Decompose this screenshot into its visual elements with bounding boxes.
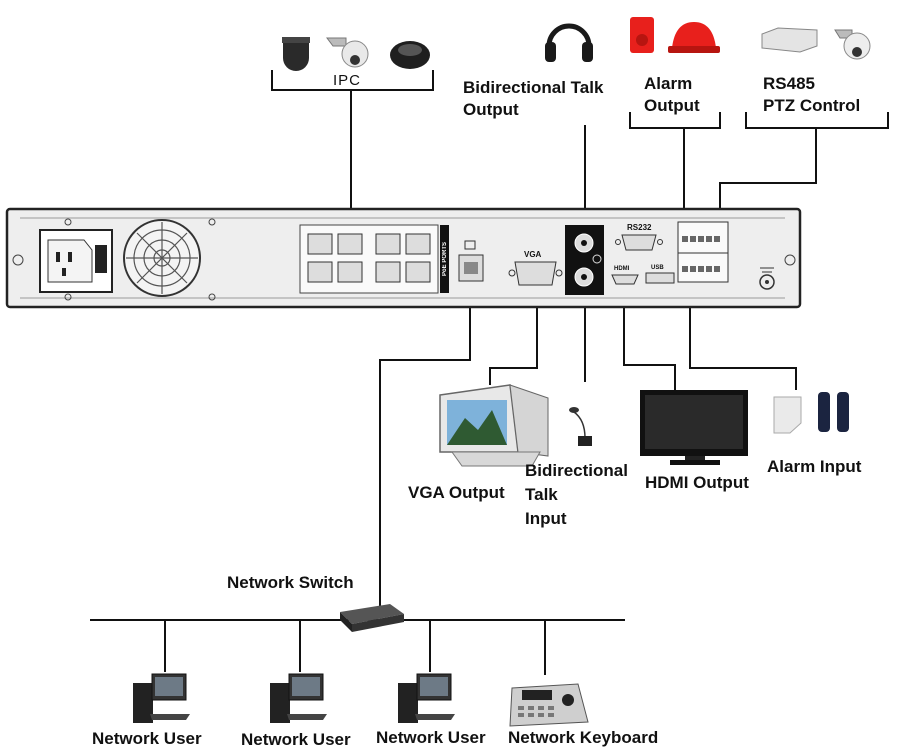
rs485-label-line-2: PTZ Control: [763, 96, 861, 115]
talk-input-label-line-3: Input: [525, 509, 567, 528]
rs485-devices: [761, 27, 871, 60]
lan-port-icon: [458, 240, 484, 282]
talk-input-label-line-2: Talk: [525, 485, 558, 504]
power-socket-icon: [39, 229, 113, 293]
speed-dome-camera-icon: [282, 37, 310, 71]
hdmi-line: [623, 290, 676, 392]
hdmi-output-label: HDMI Output: [645, 473, 749, 492]
ptz-camera-icon: [326, 37, 369, 68]
network-user-pc-3: [398, 673, 455, 723]
usb-port-label: USB: [651, 265, 664, 271]
network-keyboard-icon: [509, 683, 589, 727]
rs232-port-label: RS232: [627, 223, 652, 232]
talk-output-label-line-2: Output: [463, 100, 519, 119]
poe-ports-label: PoE PORTS: [442, 242, 448, 277]
network-keyboard-label: Network Keyboard: [508, 728, 659, 747]
alarm-output-bracket: [629, 112, 721, 129]
rs485-label-line-1: RS485: [763, 74, 815, 93]
alarm-output-label-line-2: Output: [644, 96, 700, 115]
poe-ports: [299, 224, 449, 294]
rs485-line: [719, 128, 817, 228]
network-user-label-3: Network User: [376, 728, 486, 747]
ipc-bracket: [271, 70, 434, 91]
alarm-output-devices: [630, 17, 720, 53]
usb-port-icon: [645, 272, 675, 284]
talk-input-label-line-1: Bidirectional: [525, 461, 628, 480]
hdmi-port-icon: [611, 274, 639, 285]
vga-monitor-icon: [439, 384, 549, 467]
speed-dome-ptz-icon: [834, 29, 871, 60]
ipc-label: IPC: [333, 72, 362, 89]
network-user-label-2: Network User: [241, 730, 351, 749]
strobe-siren-icon: [630, 17, 654, 53]
network-line: [379, 300, 471, 610]
hdmi-port-label: HDMI: [614, 266, 630, 272]
vga-port-icon: [508, 261, 563, 286]
ipc-cameras: [282, 37, 430, 71]
network-switch-icon: [340, 604, 404, 632]
vga-port-label: VGA: [524, 250, 542, 259]
network-user-pc-2: [270, 673, 327, 723]
talk-output-label-line-1: Bidirectional Talk: [463, 78, 604, 97]
network-switch-label: Network Switch: [227, 573, 354, 592]
network-user-label-1: Network User: [92, 729, 202, 748]
vga-line: [489, 296, 538, 385]
dome-camera-icon: [390, 41, 430, 69]
vga-output-label: VGA Output: [408, 483, 505, 502]
beam-sensor-icon: [818, 392, 849, 432]
network-user-pc-1: [133, 673, 190, 723]
fan-icon: [123, 219, 201, 297]
ground-terminal-icon: [759, 267, 775, 290]
screw-icon: [12, 254, 24, 266]
headphones-icon: [545, 23, 593, 62]
alarm-terminal-block: [677, 221, 729, 283]
alarm-input-label: Alarm Input: [767, 457, 862, 476]
alarm-light-icon: [668, 22, 720, 53]
nvr-rear-panel: [5, 207, 802, 309]
alarm-input-devices: [773, 392, 849, 434]
ptz-decoder-icon: [761, 27, 818, 53]
alarm-output-label-line-1: Alarm: [644, 74, 693, 93]
hdmi-tv-icon: [640, 390, 748, 465]
screw-icon: [784, 254, 796, 266]
audio-ports: [565, 225, 604, 295]
alarm-input-line: [689, 282, 797, 390]
microphone-icon: [569, 407, 592, 446]
pir-detector-icon: [773, 396, 802, 434]
rs232-port-icon: [615, 234, 663, 251]
connection-lines: [90, 70, 889, 675]
